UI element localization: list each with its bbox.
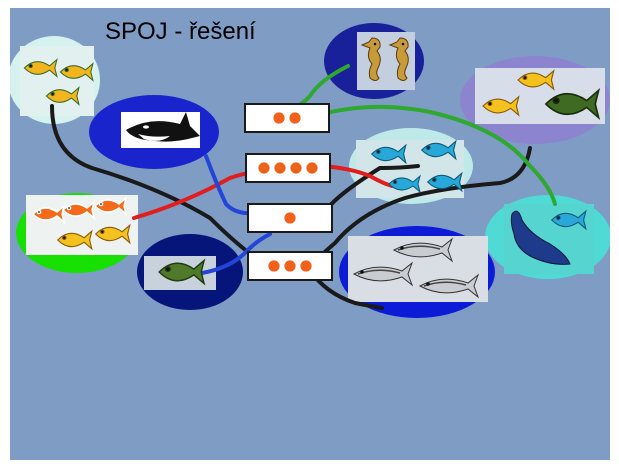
count-dot (284, 260, 296, 272)
count-box-1[interactable] (244, 103, 330, 133)
count-box-4[interactable] (247, 251, 333, 281)
line-blue-1 (204, 154, 258, 216)
count-box-2[interactable] (245, 153, 331, 183)
line-red-2 (320, 164, 394, 188)
line-black-2 (308, 146, 532, 268)
count-dot (273, 112, 285, 124)
scene (10, 23, 610, 318)
count-box-3[interactable] (247, 203, 333, 233)
line-green-2 (313, 104, 557, 206)
group-2-orca (126, 112, 200, 142)
count-dot (290, 162, 302, 174)
count-dot (289, 112, 301, 124)
line-black-1 (50, 104, 269, 268)
count-dot (300, 260, 312, 272)
line-blue-2 (200, 232, 272, 275)
count-dot (268, 260, 280, 272)
line-black-4 (308, 268, 384, 310)
group-9-whale-fish (510, 210, 587, 265)
count-dot (258, 162, 270, 174)
slide: SPOJ - řešení (10, 8, 610, 460)
count-dot (274, 162, 286, 174)
count-dot (306, 162, 318, 174)
slide-title: SPOJ - řešení (105, 18, 256, 45)
count-dot (284, 212, 296, 224)
